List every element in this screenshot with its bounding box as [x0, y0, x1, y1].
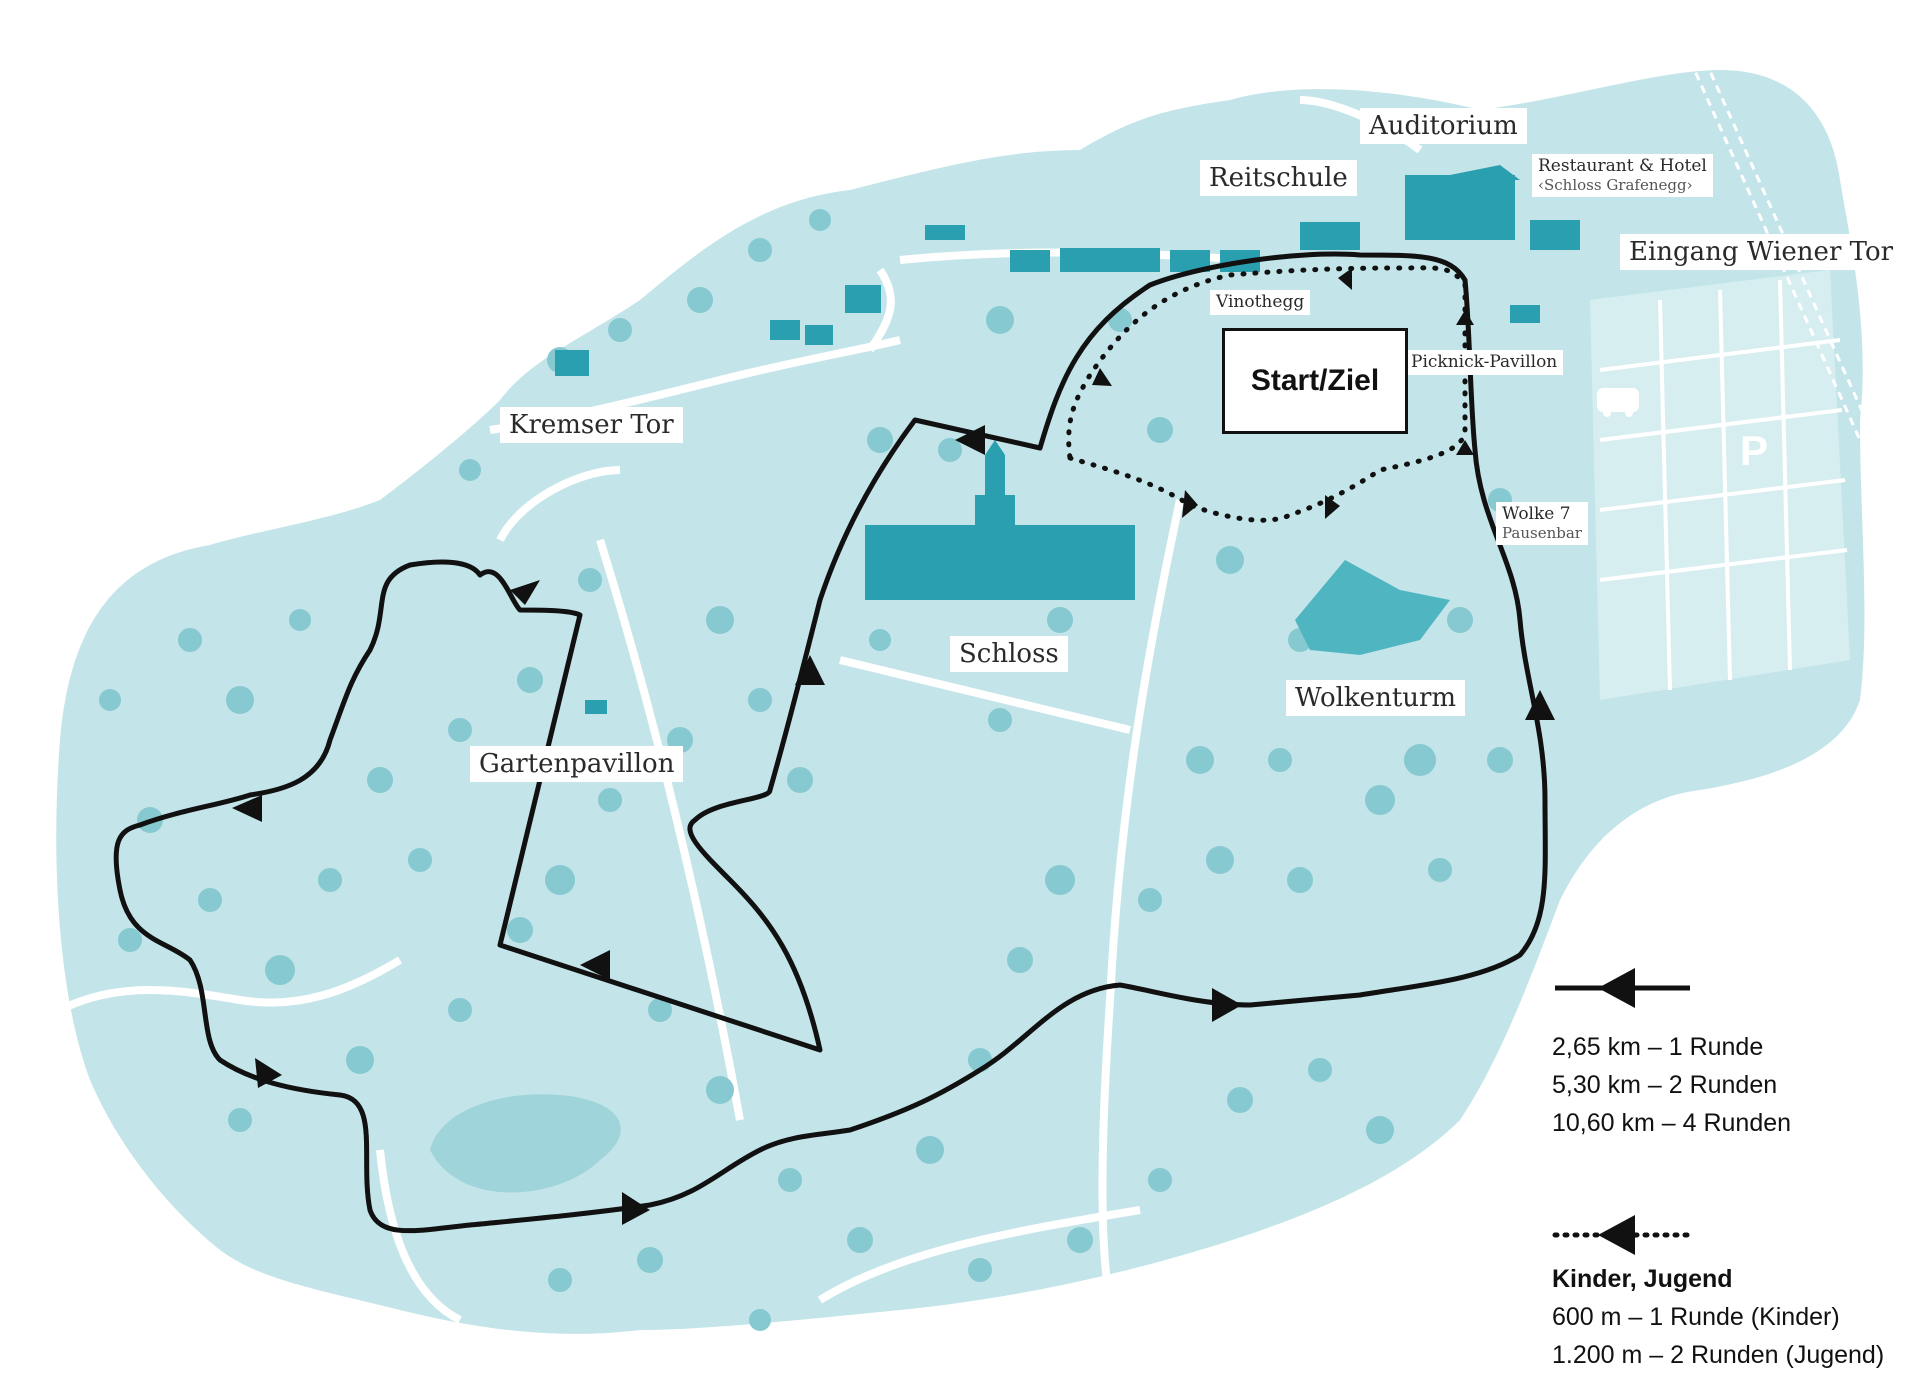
- kids-route-arrows: [1092, 268, 1474, 519]
- label-auditorium: Auditorium: [1360, 108, 1527, 144]
- start-finish-label: Start/Ziel: [1250, 364, 1380, 397]
- parking-grid: [1599, 279, 1848, 691]
- parking-icon: P: [1740, 427, 1769, 474]
- label-wolke-7: Wolke 7 Pausenbar: [1496, 502, 1588, 545]
- pond: [430, 1094, 621, 1193]
- legend-dotted-line: [1552, 1215, 1693, 1255]
- restaurant-subtitle: ‹Schloss Grafenegg›: [1538, 176, 1693, 194]
- wolke7-title: Wolke 7: [1502, 504, 1571, 524]
- park-paths: [58, 96, 1423, 1324]
- legend-kids-row-1: 600 m – 1 Runde (Kinder): [1552, 1303, 1840, 1331]
- label-eingang-wiener-tor: Eingang Wiener Tor: [1620, 234, 1903, 270]
- schloss-building: [865, 440, 1135, 600]
- wolkenturm-building: [1295, 560, 1450, 655]
- village-houses: [555, 225, 965, 714]
- label-reitschule: Reitschule: [1200, 160, 1357, 196]
- wolke7-subtitle: Pausenbar: [1502, 524, 1582, 542]
- main-route: [113, 251, 1548, 1234]
- kids-route: [1066, 265, 1468, 523]
- main-route-arrows: [232, 425, 1555, 1225]
- legend-kids-title-text: Kinder, Jugend: [1552, 1265, 1733, 1293]
- label-wolkenturm: Wolkenturm: [1286, 680, 1466, 716]
- restaurant-title: Restaurant & Hotel: [1538, 156, 1707, 176]
- legend-main: 2,65 km – 1 Runde 5,30 km – 2 Runden 10,…: [1552, 1028, 1791, 1142]
- label-kremser-tor: Kremser Tor: [500, 407, 683, 443]
- trees: [99, 209, 1513, 1331]
- legend-kids-row-2: 1.200 m – 2 Runden (Jugend): [1552, 1341, 1885, 1369]
- legend-main-row-3: 10,60 km – 4 Runden: [1552, 1109, 1792, 1137]
- auditorium-building: [1405, 165, 1520, 240]
- label-restaurant: Restaurant & Hotel ‹Schloss Grafenegg›: [1532, 154, 1713, 197]
- legend-main-row-1: 2,65 km – 1 Runde: [1552, 1033, 1764, 1061]
- label-picknick-pavillon: Picknick-Pavillon: [1405, 350, 1564, 375]
- label-vinothegg: Vinothegg: [1210, 290, 1311, 315]
- legend-kids-title: Kinder, Jugend: [1552, 1260, 1884, 1298]
- label-schloss: Schloss: [950, 636, 1068, 672]
- park-area: [56, 70, 1865, 1334]
- start-finish-box: Start/Ziel: [1222, 328, 1408, 434]
- legend-main-row-2: 5,30 km – 2 Runden: [1552, 1071, 1778, 1099]
- bus-icon: [1597, 388, 1639, 417]
- legend-solid-line: [1555, 968, 1690, 1008]
- legend-kids: Kinder, Jugend 600 m – 1 Runde (Kinder) …: [1552, 1260, 1884, 1374]
- parking-area: [1590, 270, 1850, 700]
- reitschule-buildings: [1010, 220, 1580, 323]
- label-gartenpavillon: Gartenpavillon: [470, 746, 684, 782]
